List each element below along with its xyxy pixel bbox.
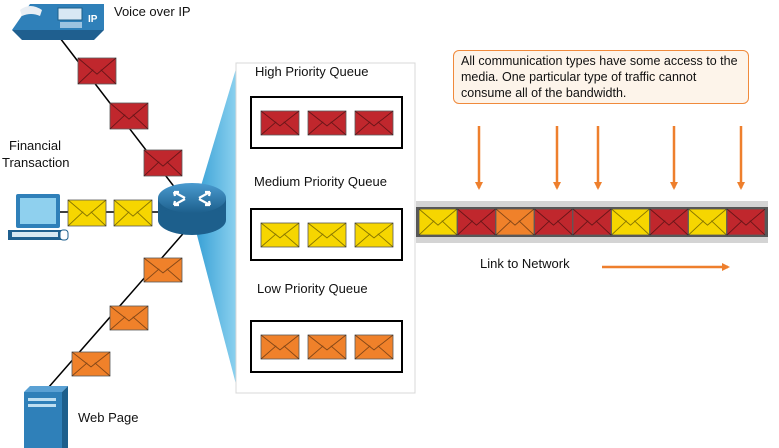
financial-label-line1: Financial [9, 138, 62, 153]
financial-label-line2: Transaction [2, 155, 70, 170]
web-envelope [109, 305, 149, 331]
access-arrows [475, 126, 745, 271]
low-priority-queue-label: Low Priority Queue [257, 281, 368, 296]
link-envelope [611, 208, 650, 236]
financial-envelope [67, 199, 107, 227]
high-queue-envelope [307, 110, 347, 136]
ip-phone-icon: IP [12, 4, 104, 40]
low-queue-envelope [260, 334, 300, 360]
medium-queue-envelope [260, 222, 300, 248]
voip-envelope [143, 149, 183, 177]
high-queue-envelope [354, 110, 394, 136]
high-queue-envelope [260, 110, 300, 136]
fairness-note: All communication types have some access… [453, 50, 749, 104]
web-page-label: Web Page [78, 410, 139, 425]
web-envelope [71, 351, 111, 377]
medium-queue-envelope [354, 222, 394, 248]
router-icon [158, 183, 226, 235]
web-envelope [143, 257, 183, 283]
low-queue-envelope [307, 334, 347, 360]
ip-badge: IP [88, 14, 98, 25]
medium-priority-queue-label: Medium Priority Queue [254, 174, 387, 189]
link-envelope [457, 208, 496, 236]
desktop-computer-icon [8, 194, 69, 241]
link-envelope [495, 208, 535, 236]
voip-envelope [109, 102, 149, 130]
link-envelope [418, 208, 458, 236]
high-priority-queue-label: High Priority Queue [255, 64, 369, 79]
link-envelope [534, 208, 573, 236]
voip-label: Voice over IP [114, 4, 191, 19]
voip-envelope [77, 57, 117, 85]
link-envelope [572, 208, 612, 236]
low-queue-envelope [354, 334, 394, 360]
link-envelope [688, 208, 727, 236]
link-to-network-label: Link to Network [480, 256, 570, 271]
medium-queue-envelope [307, 222, 347, 248]
link-envelope [649, 208, 689, 236]
server-icon [24, 386, 68, 448]
link-envelope [726, 208, 766, 236]
financial-envelope [113, 199, 153, 227]
packet-envelopes [67, 57, 766, 377]
